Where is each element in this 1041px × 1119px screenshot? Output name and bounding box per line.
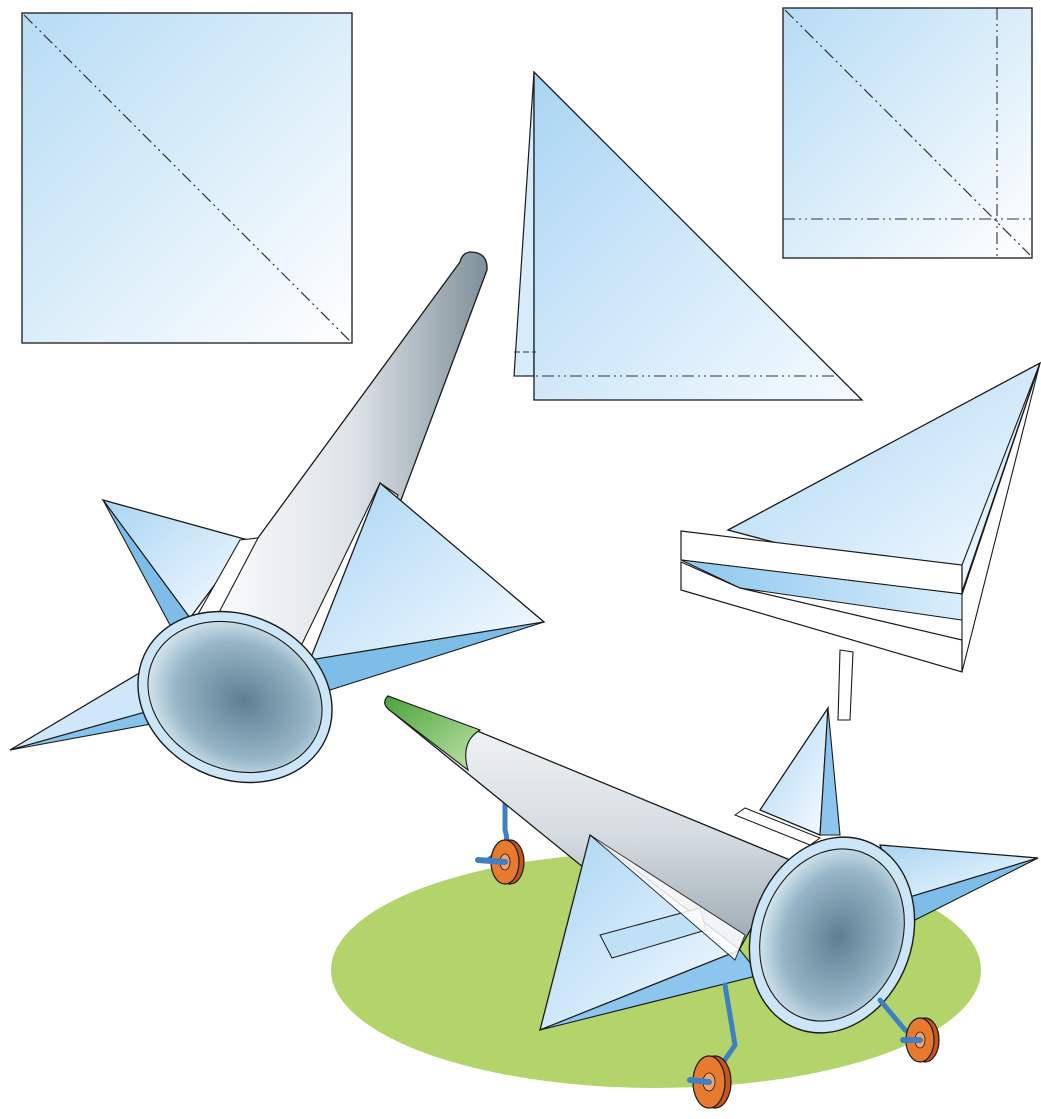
vertical-fin-detached-strip bbox=[838, 650, 853, 720]
step-square-diagonal bbox=[22, 13, 352, 343]
rocket-on-wheels bbox=[331, 650, 1038, 1108]
rocket2-vertical-fin bbox=[760, 708, 828, 835]
rocket2-nose-cone bbox=[385, 696, 480, 770]
step-square-edge-folds bbox=[783, 8, 1032, 258]
step-folded-fin bbox=[681, 363, 1040, 672]
triangle-back-layer bbox=[514, 72, 534, 376]
